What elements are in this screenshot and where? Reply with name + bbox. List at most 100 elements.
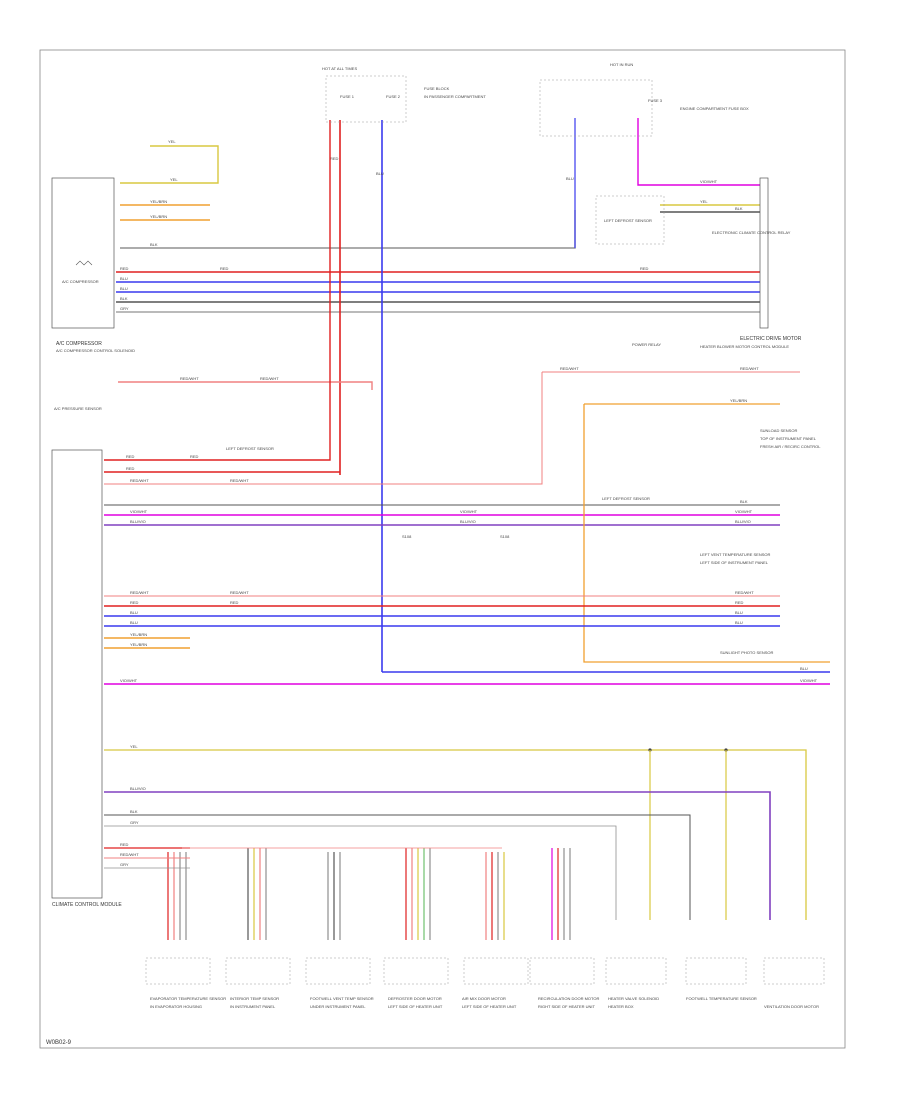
left-vent-label: LEFT VENT TEMPERATURE SENSOR	[700, 552, 770, 557]
sunload-sensor-desc-label: TOP OF INSTRUMENT PANEL	[760, 436, 817, 441]
wire-label-red: RED	[120, 842, 129, 847]
compressor-relay-label: ELECTRONIC CLIMATE CONTROL RELAY	[712, 230, 791, 235]
wire-label-magenta: VIO/WHT	[735, 509, 753, 514]
wire-label-red: RED	[190, 454, 199, 459]
wire-label-red: RED	[120, 266, 129, 271]
fuse-2-desc-label: IN PASSENGER COMPARTMENT	[424, 94, 486, 99]
ac-compressor-label: A/C COMPRESSOR	[56, 341, 102, 347]
wire-label-darkgray: BLK	[130, 809, 138, 814]
bottom-component-label: FOOTWELL VENT TEMP SENSOR	[310, 996, 374, 1001]
splice-label: S108	[402, 534, 412, 539]
ac-compressor-box	[51, 177, 115, 329]
wire-label-magenta: VIO/WHT	[460, 509, 478, 514]
wire-label-blue: BLU	[566, 176, 574, 181]
fresh-air-desc-label: FRESH AIR / RECIRC CONTROL	[760, 444, 821, 449]
left-defrost-sensor-ccm-label: LEFT DEFROST SENSOR	[226, 446, 274, 451]
ac-compressor-sub-label: A/C COMPRESSOR CONTROL SOLENOID	[56, 348, 135, 353]
solenoid-icon	[75, 260, 93, 266]
components: A/C COMPRESSOR A/C COMPRESSOR CONTROL SO…	[51, 62, 825, 1009]
wire-label-orange: YEL/BRN	[130, 642, 147, 647]
wire-label-pink: RED/WHT	[230, 478, 249, 483]
electric-drive-sub-label: HEATER BLOWER MOTOR CONTROL MODULE	[700, 344, 789, 349]
wire-sensor-purple	[104, 791, 771, 920]
fuse-2-label: FUSE 2	[386, 94, 401, 99]
bottom-component-label: HEATER BOX	[608, 1004, 634, 1009]
wire-label-blue: BLU	[735, 620, 743, 625]
wire-label-magenta: VIO/WHT	[120, 678, 138, 683]
diagram-frame	[39, 49, 846, 1049]
left-vent-desc-label: LEFT SIDE OF INSTRUMENT PANEL	[700, 560, 769, 565]
wire-label-blue: BLU	[120, 276, 128, 281]
fuse-3-label: FUSE 3	[648, 98, 663, 103]
wire-label-blue: BLU	[800, 666, 808, 671]
wire-label-pink: RED/WHT	[735, 590, 754, 595]
electric-drive-unit-label: ELECTRIC DRIVE MOTOR	[740, 336, 802, 342]
bottom-component-label: IN EVAPORATOR HOUSING	[150, 1004, 202, 1009]
wire-label-pink: RED/WHT	[180, 376, 199, 381]
wire-label-red: RED	[126, 466, 135, 471]
wire-ac-comp-yellow	[120, 145, 219, 184]
wire-label-purple: BLU/VIO	[130, 519, 146, 524]
wire-label-red: RED	[220, 266, 229, 271]
wire-label-pink: RED/WHT	[230, 590, 249, 595]
wire-label-blue: BLU	[130, 620, 138, 625]
wire-label-darkgray: BLK	[150, 242, 158, 247]
wire-label-red: RED	[230, 600, 239, 605]
fuse-block-left-box	[325, 75, 407, 123]
wire-label-red: RED	[735, 600, 744, 605]
wire-sensor-dark	[104, 814, 691, 920]
fuse-3-desc-label: ENGINE COMPARTMENT FUSE BOX	[680, 106, 749, 111]
connector-box-footwell-sensor	[685, 957, 747, 985]
fuse-block-right-box	[539, 79, 653, 137]
wire-sensor-gray	[104, 825, 617, 920]
wire-label-magenta: VIO/WHT	[130, 509, 148, 514]
connector-box-interior-sensor	[763, 957, 825, 985]
wire-label-red: RED	[130, 600, 139, 605]
wire-label-orange: YEL/BRN	[150, 214, 167, 219]
wire-label-pink: RED/WHT	[740, 366, 759, 371]
wire-label-yellow: YEL	[170, 177, 178, 182]
sunload-sensor-label: SUNLOAD SENSOR	[760, 428, 797, 433]
wire-label-gray: GRY	[120, 862, 129, 867]
wire-label-darkgray: BLK	[740, 499, 748, 504]
wires: YEL YEL YEL/BRN YEL/BRN BLK RED RED RED BLU BLU BL…	[104, 118, 830, 940]
wire-label-yellow: YEL	[130, 744, 138, 749]
bottom-component-label: FOOTWELL TEMPERATURE SENSOR	[686, 996, 757, 1001]
wire-relay-pink	[118, 381, 373, 390]
climate-control-module-label: CLIMATE CONTROL MODULE	[52, 902, 122, 908]
sunlight-sensor-label: SUNLIGHT PHOTO SENSOR	[720, 650, 774, 655]
bottom-component-label: IN INSTRUMENT PANEL	[230, 1004, 276, 1009]
bottom-component-label: LEFT SIDE OF HEATER UNIT	[462, 1004, 517, 1009]
wire-label-purple: BLU/VIO	[130, 786, 146, 791]
wire-fuse3-magenta	[637, 118, 760, 186]
wire-label-purple: BLU/VIO	[735, 519, 751, 524]
wire-label-red: RED	[640, 266, 649, 271]
bottom-component-label: AIR MIX DOOR MOTOR	[462, 996, 506, 1001]
bottom-component-label: VENTILATION DOOR MOTOR	[764, 1004, 819, 1009]
wire-label-darkgray: BLK	[120, 296, 128, 301]
climate-control-module-box	[51, 449, 103, 899]
left-defrost-sensor-right-label: LEFT DEFROST SENSOR	[602, 496, 650, 501]
wire-label-purple: BLU/VIO	[460, 519, 476, 524]
wire-label-magenta: VIO/WHT	[800, 678, 818, 683]
left-defrost-sensor-box	[595, 195, 665, 245]
ac-compressor-inner-label: A/C COMPRESSOR	[62, 279, 99, 284]
bottom-component-label: HEATER VALVE SOLENOID	[608, 996, 659, 1001]
wire-label-red: RED	[330, 156, 339, 161]
wire-label-darkgray: BLK	[735, 206, 743, 211]
connector-box-interior-temp	[225, 957, 291, 985]
wire-ac-comp-gray	[120, 210, 576, 249]
wire-label-gray: GRY	[130, 820, 139, 825]
wire-label-blue: BLU	[130, 610, 138, 615]
hot-in-run-label: HOT IN RUN	[610, 62, 633, 67]
bottom-component-label: RIGHT SIDE OF HEATER UNIT	[538, 1004, 596, 1009]
wire-label-blue: BLU	[120, 286, 128, 291]
ac-pressure-sensor-label: A/C PRESSURE SENSOR	[54, 406, 102, 411]
splice-label: S108	[500, 534, 510, 539]
bottom-component-label: EVAPORATOR TEMPERATURE SENSOR	[150, 996, 226, 1001]
power-relay-label: POWER RELAY	[632, 342, 661, 347]
connector-box-mode-door	[383, 957, 449, 985]
bottom-component-label: DEFROSTER DOOR MOTOR	[388, 996, 442, 1001]
diagram-code: W0B02-9	[46, 1040, 72, 1046]
